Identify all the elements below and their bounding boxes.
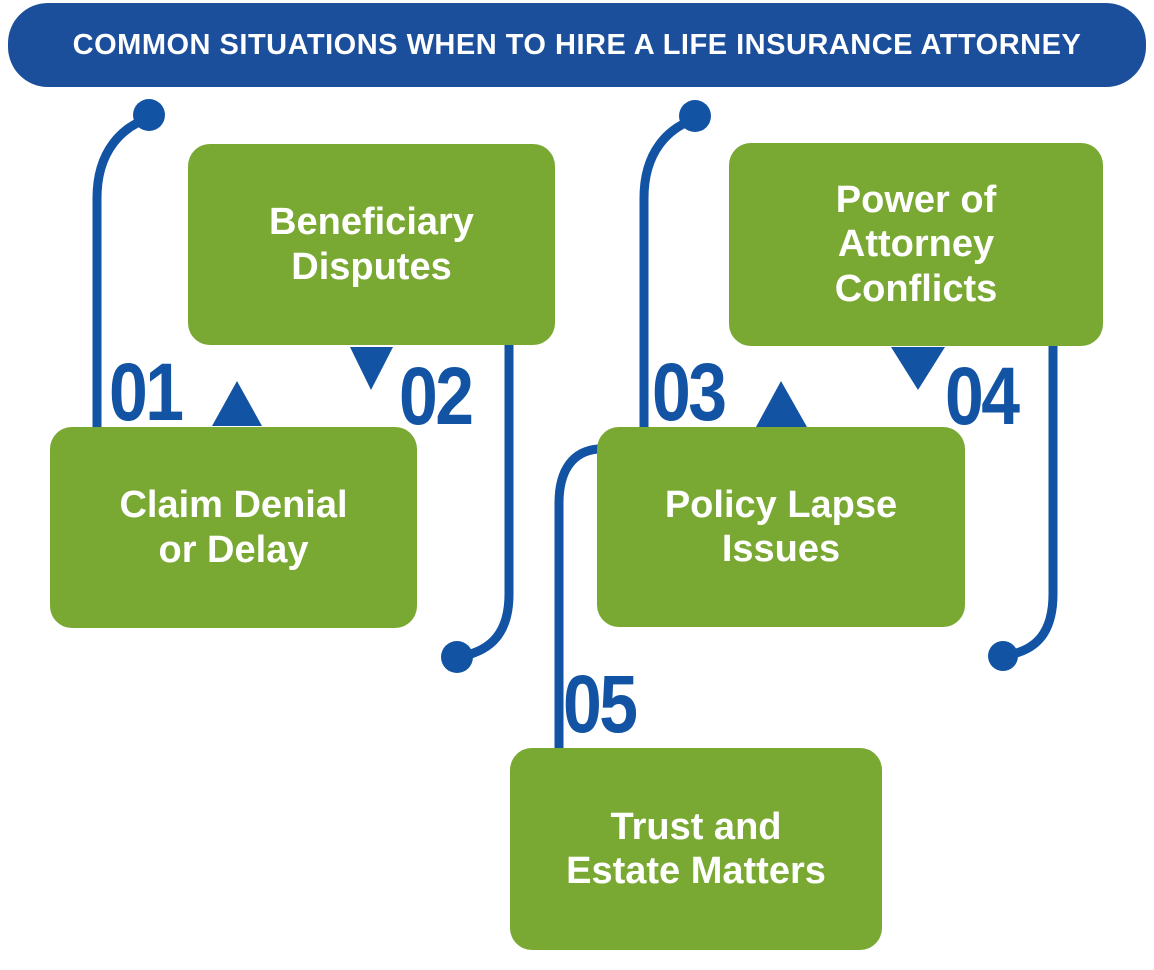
step-number-03: 03 bbox=[652, 347, 727, 438]
topic-box-power-of-attorney-conflicts: Power of Attorney Conflicts bbox=[729, 143, 1103, 346]
connector-dot-bottom-left bbox=[441, 641, 473, 673]
arrow-down-icon-02 bbox=[350, 347, 393, 390]
step-number-02: 02 bbox=[399, 351, 474, 442]
topic-label-beneficiary-disputes: Beneficiary Disputes bbox=[269, 201, 474, 288]
topic-label-trust-and-estate-matters: Trust and Estate Matters bbox=[566, 805, 826, 892]
title-banner: COMMON SITUATIONS WHEN TO HIRE A LIFE IN… bbox=[8, 3, 1146, 87]
step-number-05: 05 bbox=[563, 659, 638, 750]
connector-dot-top-middle bbox=[679, 100, 711, 132]
topic-box-policy-lapse-issues: Policy Lapse Issues bbox=[597, 427, 965, 627]
connector-dot-top-left bbox=[133, 99, 165, 131]
topic-label-power-of-attorney-conflicts: Power of Attorney Conflicts bbox=[834, 179, 998, 310]
topic-box-trust-and-estate-matters: Trust and Estate Matters bbox=[510, 748, 882, 950]
arrow-up-icon-03 bbox=[756, 381, 807, 427]
arrow-up-icon-01 bbox=[212, 381, 262, 426]
topic-label-claim-denial-or-delay: Claim Denial or Delay bbox=[119, 484, 348, 571]
topic-box-beneficiary-disputes: Beneficiary Disputes bbox=[188, 144, 555, 345]
topic-box-claim-denial-or-delay: Claim Denial or Delay bbox=[50, 427, 417, 628]
arrow-down-icon-04 bbox=[891, 347, 945, 390]
connector-dot-bottom-right bbox=[988, 641, 1018, 671]
step-number-04: 04 bbox=[945, 351, 1020, 442]
topic-label-policy-lapse-issues: Policy Lapse Issues bbox=[664, 483, 898, 570]
page-title: COMMON SITUATIONS WHEN TO HIRE A LIFE IN… bbox=[72, 28, 1082, 61]
connector-line-05 bbox=[554, 444, 603, 757]
step-number-01: 01 bbox=[109, 347, 184, 438]
